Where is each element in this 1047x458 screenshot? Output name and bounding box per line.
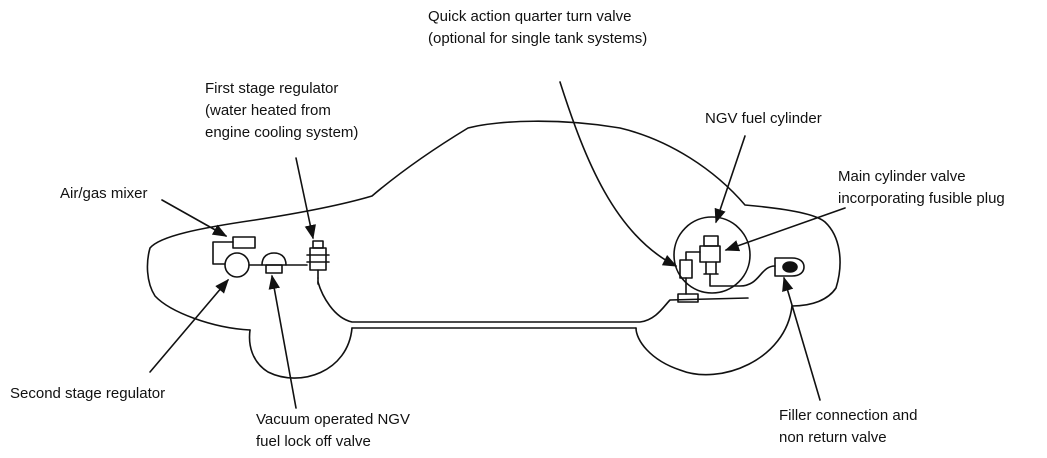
label-second-stage-regulator: Second stage regulator — [10, 383, 165, 405]
arrow-first-stage-regulator — [296, 158, 316, 240]
main-cylinder-valve-stem — [704, 262, 718, 274]
label-line: Vacuum operated NGV — [256, 411, 410, 428]
label-main-cylinder-valve: Main cylinder valve incorporating fusibl… — [838, 166, 1005, 210]
label-air-gas-mixer: Air/gas mixer — [60, 183, 148, 205]
label-line: engine cooling system) — [205, 124, 359, 141]
arrow-quick-action-valve — [560, 82, 678, 266]
label-line: non return valve — [779, 429, 887, 446]
cylinder-to-filler-pipe — [710, 266, 775, 286]
first-stage-fins — [307, 255, 329, 278]
label-vacuum-lock-off-valve: Vacuum operated NGV fuel lock off valve — [256, 409, 410, 453]
label-line: Second stage regulator — [10, 385, 166, 402]
arrow-ngv-cylinder — [714, 136, 745, 224]
floor-pan — [318, 282, 748, 322]
car-body-outline — [147, 121, 840, 330]
air-gas-mixer-box — [233, 237, 255, 248]
arrow-second-stage-regulator — [150, 278, 229, 372]
filler-connection-housing — [775, 258, 804, 276]
main-cylinder-valve-body — [700, 246, 720, 262]
rear-wheel-arch — [636, 306, 792, 375]
label-line: fuel lock off valve — [256, 433, 371, 450]
arrow-main-cylinder-valve — [724, 208, 845, 252]
cylinder-to-valve-pipe — [686, 252, 700, 260]
arrow-filler-connection — [782, 276, 820, 400]
label-line: Air/gas mixer — [60, 185, 148, 202]
label-first-stage-regulator: First stage regulator (water heated from… — [205, 78, 358, 144]
label-line: Main cylinder valve — [838, 168, 966, 185]
mixer-pipe — [213, 242, 233, 264]
lock-off-valve-body — [262, 253, 286, 265]
junction-tee — [678, 294, 698, 302]
label-line: NGV fuel cylinder — [705, 110, 822, 127]
arrow-air-gas-mixer — [162, 200, 228, 236]
filler-connection-cap — [783, 262, 797, 272]
label-line: incorporating fusible plug — [838, 190, 1005, 207]
label-filler-connection: Filler connection and non return valve — [779, 405, 917, 449]
quarter-turn-valve — [680, 260, 692, 278]
label-quick-action-valve: Quick action quarter turn valve (optiona… — [428, 6, 647, 50]
lock-off-valve-base — [266, 265, 282, 273]
first-stage-regulator-cap — [313, 241, 323, 248]
first-stage-regulator-body — [310, 248, 326, 270]
label-line: Quick action quarter turn valve — [428, 8, 632, 25]
label-line: (water heated from — [205, 102, 331, 119]
second-stage-regulator-body — [225, 253, 249, 277]
label-line: First stage regulator — [205, 80, 339, 97]
main-cylinder-valve-top — [704, 236, 718, 246]
arrow-lock-off-valve — [268, 274, 296, 408]
label-line: (optional for single tank systems) — [428, 30, 648, 47]
label-line: Filler connection and — [779, 407, 918, 424]
label-ngv-fuel-cylinder: NGV fuel cylinder — [705, 108, 822, 130]
front-wheel-arch — [250, 328, 352, 378]
